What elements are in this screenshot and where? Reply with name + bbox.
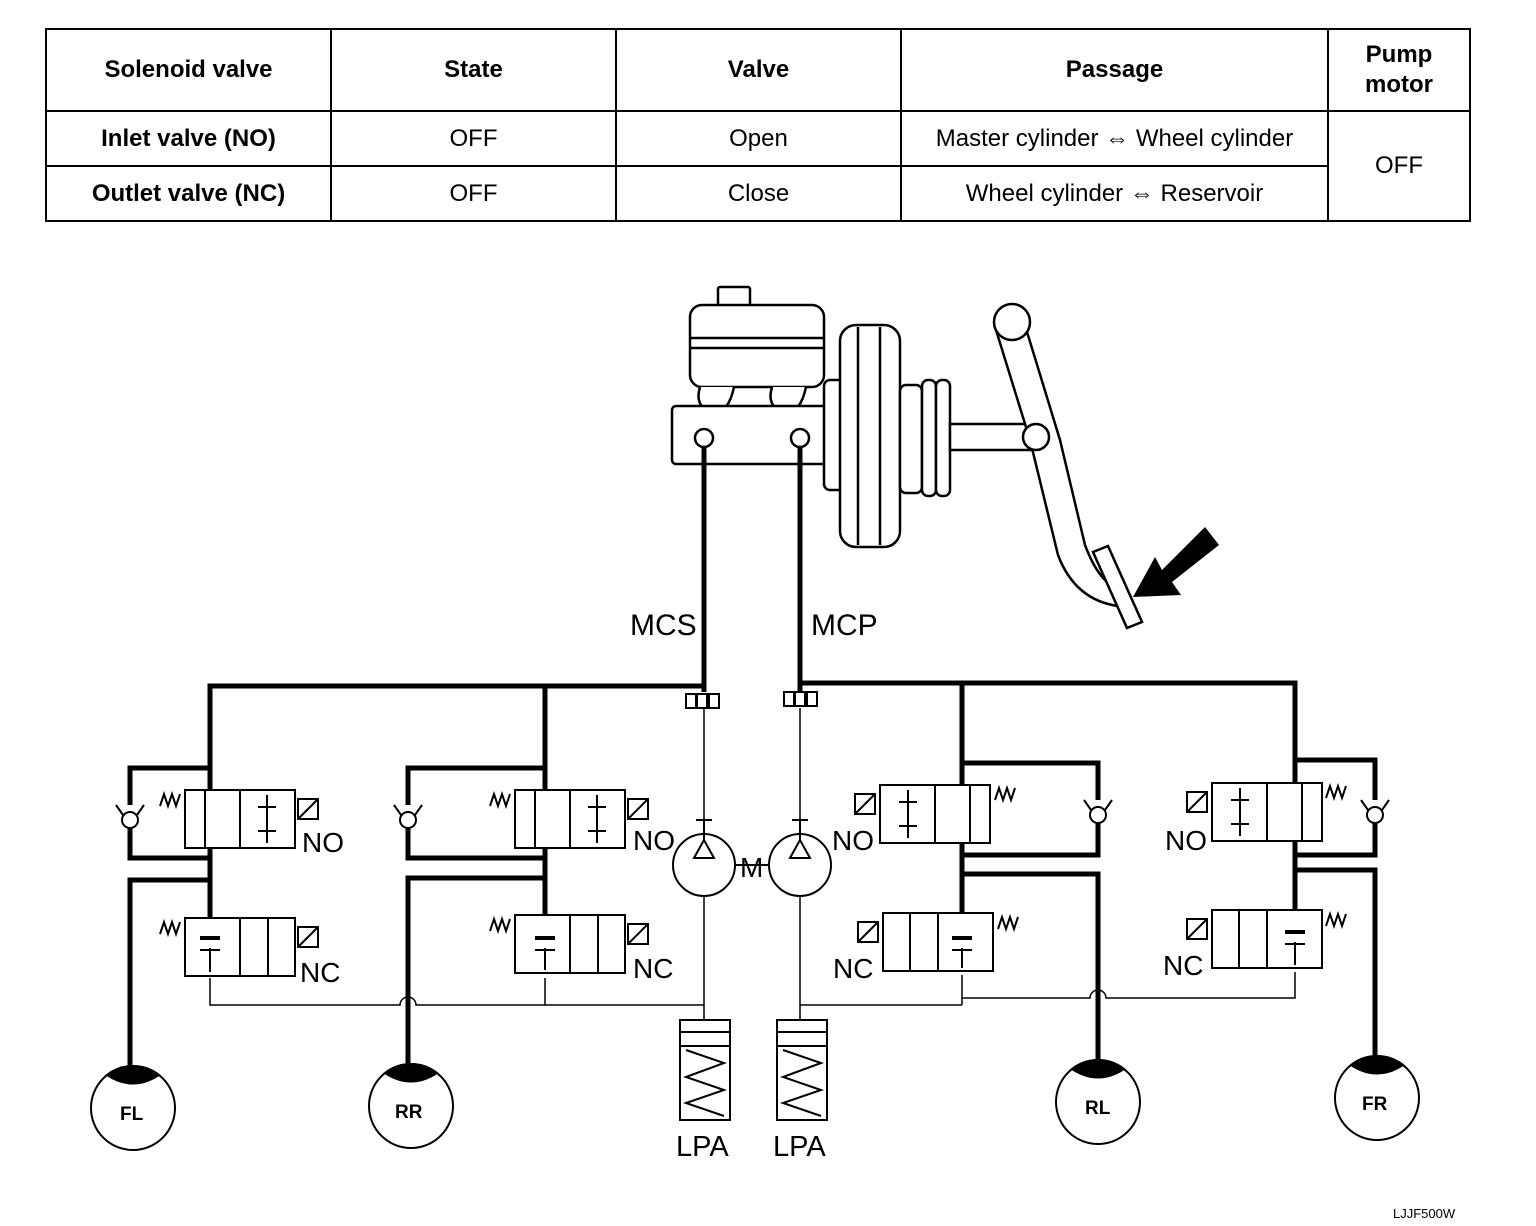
header-pump-motor: Pump motor <box>1327 28 1471 112</box>
wheel-label-rr: RR <box>395 1102 423 1123</box>
master-cylinder <box>670 386 832 466</box>
wheel-cylinder-fr <box>1334 1055 1420 1141</box>
row-inlet-passage: Master cylinder ⇔ Wheel cylinder <box>900 110 1329 167</box>
check-valve-fr <box>1360 799 1390 824</box>
inlet-valve-fl <box>159 789 319 849</box>
no-label-rr: NO <box>633 825 675 856</box>
row-inlet-valve: Open <box>615 110 902 167</box>
table-header-row: Solenoid valve State Valve Passage Pump … <box>45 28 1471 112</box>
wheel-label-rl: RL <box>1085 1098 1111 1119</box>
mcs-label: MCS <box>630 609 697 642</box>
solenoid-valve-table: Solenoid valve State Valve Passage Pump … <box>45 28 1471 222</box>
pump-primary <box>768 819 832 897</box>
header-solenoid-valve: Solenoid valve <box>45 28 332 112</box>
inlet-valve-fr <box>1186 782 1347 842</box>
table-row: Outlet valve (NC) OFF Close Wheel cylind… <box>45 165 1470 222</box>
low-pressure-accumulators <box>679 1019 828 1121</box>
row-inlet-state: OFF <box>330 110 617 167</box>
header-passage: Passage <box>900 28 1329 112</box>
check-valve-fl <box>115 804 145 829</box>
figure-code: LJJF500W <box>1393 1206 1456 1221</box>
wheel-cylinder-rr <box>368 1063 454 1149</box>
pump-motor-state: OFF <box>1327 110 1471 222</box>
nc-label-fl: NC <box>300 957 340 988</box>
wheel-cylinders <box>90 1055 1420 1151</box>
mcp-label: MCP <box>811 609 878 642</box>
row-outlet-passage: Wheel cylinder ⇔ Reservoir <box>900 165 1329 222</box>
no-label-rl: NO <box>832 825 874 856</box>
nc-label-fr: NC <box>1163 950 1203 981</box>
wheel-cylinder-rl <box>1055 1059 1141 1145</box>
no-label-fr: NO <box>1165 825 1207 856</box>
pump-secondary <box>672 819 736 897</box>
outlet-valve-fr <box>1186 909 1347 969</box>
brake-pedal <box>992 302 1144 630</box>
inlet-valve-rr <box>489 789 649 849</box>
wheel-label-fl: FL <box>120 1104 144 1125</box>
outlet-valve-rr <box>489 914 649 974</box>
lpa-label-primary: LPA <box>773 1131 826 1163</box>
pedal-press-arrow <box>1133 527 1219 597</box>
wheel-cylinder-fl <box>90 1065 176 1151</box>
row-outlet-valve: Close <box>615 165 902 222</box>
outlet-valve-rl <box>857 912 1019 972</box>
wheel-label-fr: FR <box>1362 1094 1388 1115</box>
return-lines <box>209 708 1296 1020</box>
header-valve: Valve <box>615 28 902 112</box>
row-outlet-name: Outlet valve (NC) <box>45 165 332 222</box>
row-inlet-name: Inlet valve (NO) <box>45 110 332 167</box>
pump-motor-assembly <box>672 819 832 897</box>
outlet-valves <box>159 909 1347 977</box>
lpa-primary <box>776 1019 828 1121</box>
check-valve-rr <box>393 804 423 829</box>
no-label-fl: NO <box>302 827 344 858</box>
nc-label-rr: NC <box>633 953 673 984</box>
inlet-valve-rl <box>854 784 1016 844</box>
nc-label-rl: NC <box>833 953 873 984</box>
orifice-fittings <box>685 691 818 709</box>
diagram-labels: MCS MCP NO NO NO NO NC NC NC NC M LPA LP… <box>120 609 1456 1221</box>
row-outlet-state: OFF <box>330 165 617 222</box>
brake-booster <box>822 323 1032 549</box>
inlet-valves <box>159 782 1347 849</box>
brake-lines <box>127 447 1378 1072</box>
header-state: State <box>330 28 617 112</box>
table-row: Inlet valve (NO) OFF Open Master cylinde… <box>45 110 1471 222</box>
check-valves <box>115 799 1390 829</box>
motor-label: M <box>740 852 763 883</box>
check-valve-rl <box>1083 799 1113 824</box>
reservoir <box>688 285 826 389</box>
outlet-valve-fl <box>159 917 319 977</box>
lpa-secondary <box>679 1019 731 1121</box>
lpa-label-secondary: LPA <box>676 1131 729 1163</box>
